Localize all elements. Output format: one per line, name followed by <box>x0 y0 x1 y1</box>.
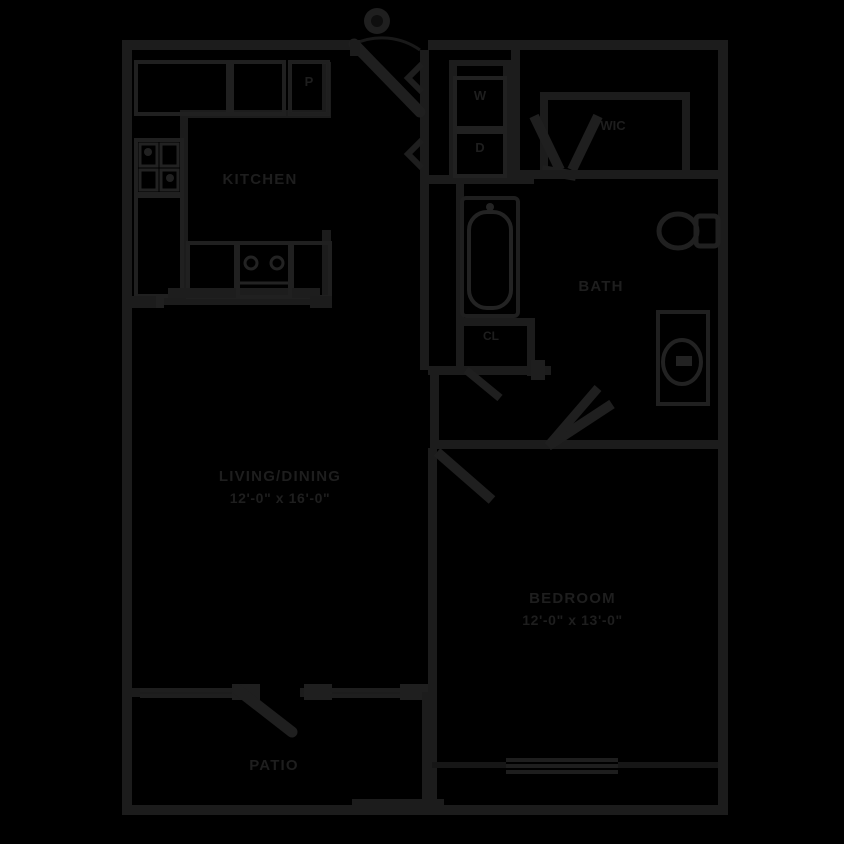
wall-notches <box>132 296 444 815</box>
bedroom-door <box>433 448 496 504</box>
patio-name: PATIO <box>249 757 299 774</box>
vanity-sink-icon <box>656 310 710 406</box>
room-label-bath: BATH <box>551 278 651 295</box>
washer-tag: W <box>473 88 487 103</box>
kitchen-sink-icon <box>134 138 184 196</box>
bedroom-dimensions: 12'-0" x 13'-0" <box>522 612 623 628</box>
linen-closet-door <box>463 360 551 402</box>
range-icon <box>236 241 292 299</box>
laundry-closet <box>403 61 507 178</box>
bedroom-window <box>432 758 718 774</box>
entry-door <box>348 36 426 118</box>
toilet-icon <box>656 211 721 251</box>
refrigerator-icon <box>288 60 330 116</box>
living-dining-name: LIVING/DINING <box>218 468 342 485</box>
bathtub-icon <box>460 196 520 318</box>
room-label-living-dining: LIVING/DINING 12'-0" x 16'-0" <box>180 468 380 506</box>
room-label-patio: PATIO <box>219 757 329 774</box>
living-dining-dimensions: 12'-0" x 16'-0" <box>229 490 331 506</box>
patio-walls <box>122 692 432 814</box>
bedroom-name: BEDROOM <box>529 590 616 607</box>
kitchen-name: KITCHEN <box>222 171 298 188</box>
walk-in-closet-doors <box>520 113 720 181</box>
bath-name: BATH <box>578 278 624 295</box>
patio-sliding-door <box>140 684 428 738</box>
dryer-tag: D <box>475 140 485 155</box>
room-label-bedroom: BEDROOM 12'-0" x 13'-0" <box>490 590 655 628</box>
room-label-kitchen: KITCHEN <box>180 171 340 188</box>
bath-door <box>544 385 615 451</box>
closet-tag: CL <box>483 329 499 343</box>
walk-in-closet-tag: WIC <box>600 118 626 133</box>
compass-north-icon <box>364 8 390 34</box>
pantry-tag: P <box>304 74 314 89</box>
